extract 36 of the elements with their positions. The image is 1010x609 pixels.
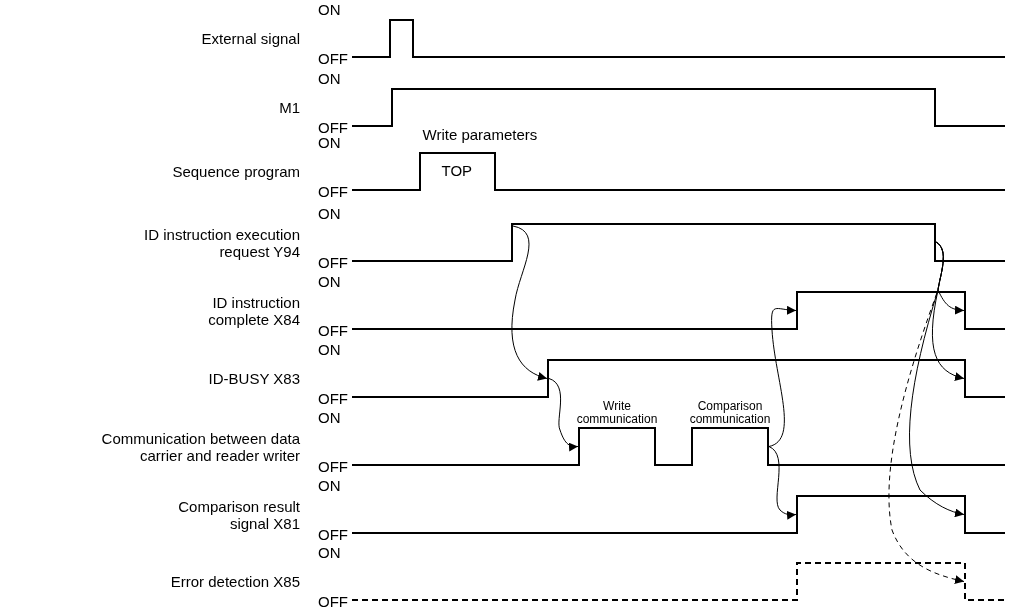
off-level-label: OFF (318, 593, 348, 609)
signal-name: Comparison result signal X81 (177, 497, 300, 532)
on-level-label: ON (318, 477, 341, 494)
signal-name: ID-BUSY X83 (207, 370, 300, 387)
signal-name: Error detection X85 (169, 573, 300, 590)
on-level-label: ON (318, 409, 341, 426)
off-level-label: OFF (318, 183, 348, 200)
off-level-label: OFF (318, 390, 348, 407)
off-level-label: OFF (318, 119, 348, 136)
annotation: Write parameters (422, 126, 538, 143)
signal-name: Communication between data carrier and reader writer (100, 429, 300, 464)
annotation: Write communication (575, 400, 659, 426)
annotation: Comparison communication (688, 400, 772, 426)
arrow (768, 305, 797, 447)
arrow (768, 446, 797, 520)
off-level-label: OFF (318, 458, 348, 475)
on-level-label: ON (318, 134, 341, 151)
signal-name: M1 (278, 99, 300, 116)
signal-name: ID instruction complete X84 (207, 293, 300, 328)
on-level-label: ON (318, 70, 341, 87)
off-level-label: OFF (318, 322, 348, 339)
arrow (888, 241, 965, 584)
off-level-label: OFF (318, 50, 348, 67)
signal-name: ID instruction execution request Y94 (143, 225, 300, 260)
off-level-label: OFF (318, 254, 348, 271)
arrow (548, 378, 579, 452)
arrow (511, 225, 548, 381)
on-level-label: ON (318, 341, 341, 358)
on-level-label: ON (318, 205, 341, 222)
pulse-label: TOP (441, 162, 473, 179)
signal-name: Sequence program (171, 163, 300, 180)
on-level-label: ON (318, 1, 341, 18)
signal-name: External signal (200, 30, 300, 47)
on-level-label: ON (318, 273, 341, 290)
off-level-label: OFF (318, 526, 348, 543)
on-level-label: ON (318, 544, 341, 561)
